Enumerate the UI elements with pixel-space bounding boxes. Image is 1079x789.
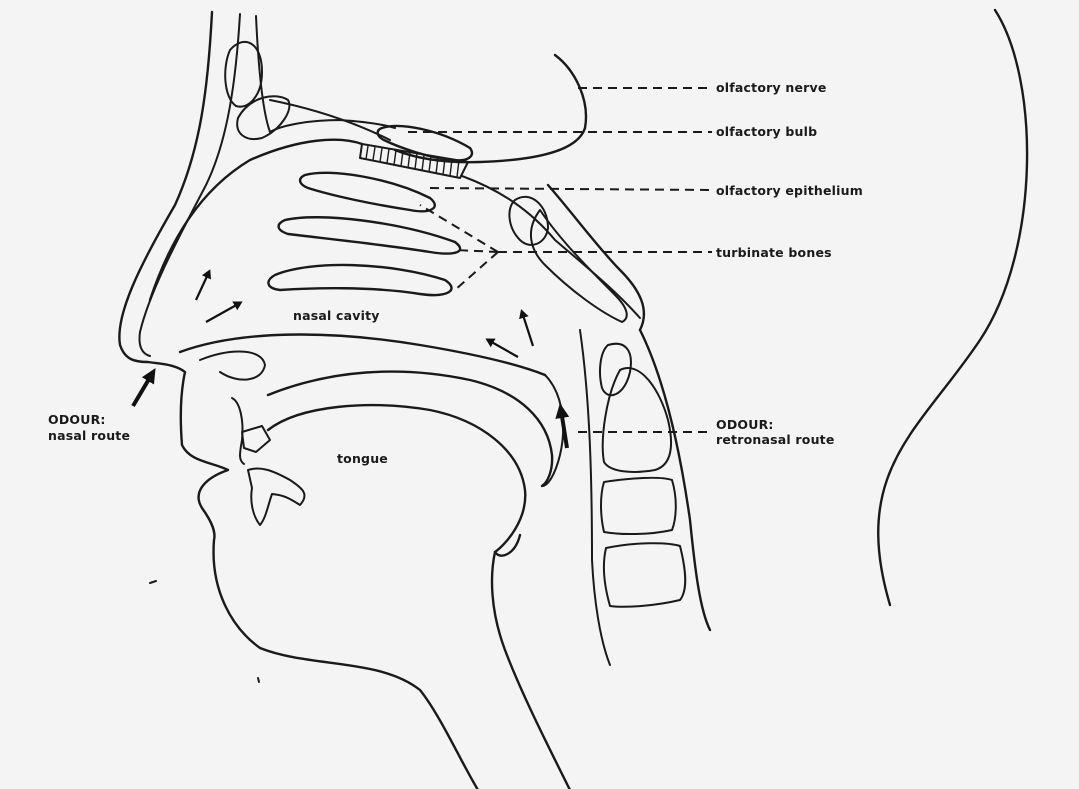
leader-olfactory-epithelium — [430, 188, 712, 190]
airflow-arrow-1 — [196, 272, 209, 300]
vertebra-4 — [604, 543, 685, 607]
olfactory-nerve-contour — [395, 55, 586, 162]
incisor-tooth — [242, 426, 270, 452]
lower-teeth — [248, 468, 305, 525]
nasal-roof-inner — [462, 176, 640, 318]
stray-mark-2 — [258, 678, 259, 682]
nasopharynx-wall-inner — [531, 210, 627, 322]
leader-turbinate-bones-branch-2 — [455, 250, 498, 252]
jaw-throat-outline — [492, 552, 570, 789]
label-odour-retronasal-route: retronasal route — [716, 432, 835, 447]
nasal-route-arrow — [133, 374, 152, 406]
nasal-cavity-roof — [150, 140, 362, 300]
label-olfactory-epithelium: olfactory epithelium — [716, 183, 863, 198]
turbinate-bone-lower — [268, 265, 451, 295]
airflow-arrow-4 — [522, 312, 533, 346]
leader-turbinate-bones-branch-3 — [455, 252, 498, 290]
vertebra-3 — [601, 478, 676, 534]
hard-palate-lower — [268, 372, 552, 486]
back-of-head-outline — [878, 10, 1027, 605]
label-nasal-cavity: nasal cavity — [293, 308, 380, 323]
tongue-outline — [268, 405, 525, 555]
label-olfactory-nerve: olfactory nerve — [716, 80, 827, 95]
olfactory-epithelium-hatching — [360, 144, 468, 178]
upper-lip-inner — [200, 352, 265, 380]
airflow-arrow-3 — [488, 340, 518, 357]
turbinate-bone-middle — [279, 217, 461, 253]
pharynx-back-wall — [640, 330, 710, 630]
label-turbinate-bones: turbinate bones — [716, 245, 832, 260]
spine-front-wall — [580, 330, 610, 665]
turbinate-bone-upper — [300, 173, 435, 211]
label-odour-nasal-route: nasal route — [48, 428, 130, 443]
airflow-arrow-2 — [206, 303, 240, 322]
stray-mark — [150, 581, 156, 583]
label-odour-nasal-title: ODOUR: — [48, 412, 106, 427]
label-olfactory-bulb: olfactory bulb — [716, 124, 817, 139]
label-tongue: tongue — [337, 451, 388, 466]
label-odour-retro-title: ODOUR: — [716, 417, 774, 432]
vertebra-1 — [600, 344, 631, 395]
